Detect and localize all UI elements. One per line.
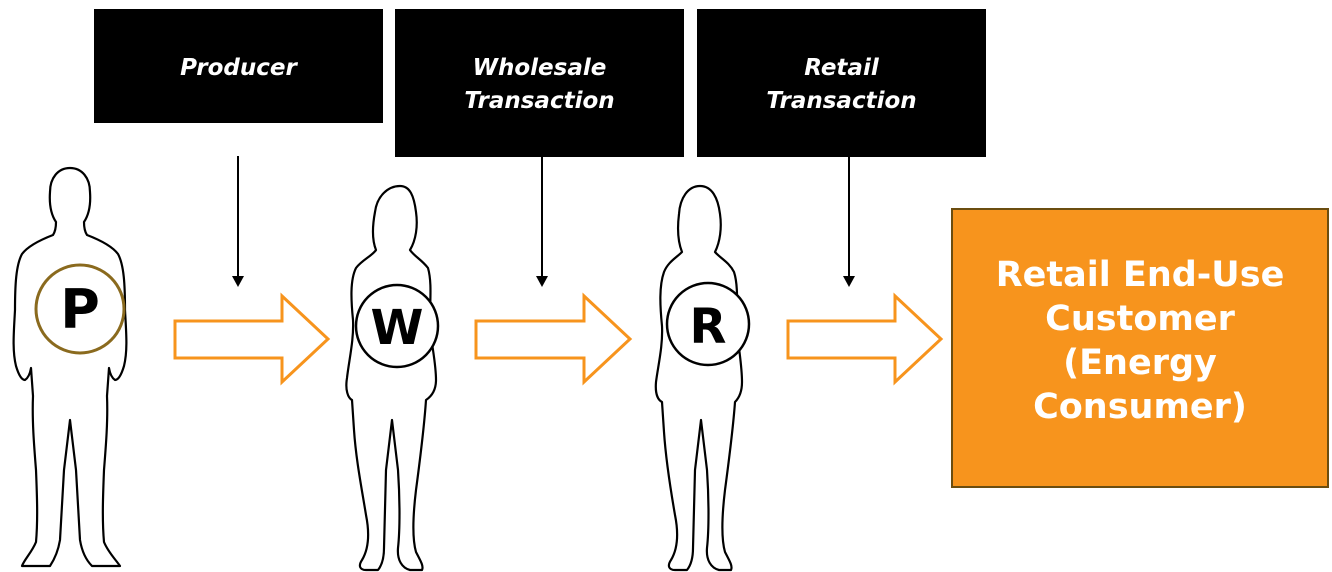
wholesale-to-retail-flow-arrow-icon bbox=[474, 292, 633, 386]
producer-down-arrow-icon bbox=[232, 156, 244, 287]
retail-label-line-2: Transaction bbox=[766, 88, 917, 114]
wholesale-down-arrow-icon bbox=[536, 157, 548, 287]
retail-down-arrow-icon bbox=[843, 157, 855, 287]
wholesale-transaction-label-box: Wholesale Transaction bbox=[395, 9, 684, 157]
retail-person-silhouette-icon bbox=[654, 184, 744, 572]
retail-marker-circle bbox=[665, 281, 751, 367]
wholesale-marker: W bbox=[354, 283, 440, 369]
retail-transaction-label-box: Retail Transaction bbox=[697, 9, 986, 157]
producer-person-silhouette-icon bbox=[12, 166, 128, 568]
producer-to-wholesale-flow-arrow-icon bbox=[173, 292, 331, 386]
customer-line-4: Consumer) bbox=[1033, 387, 1247, 427]
producer-label-box: Producer bbox=[94, 9, 383, 123]
retail-end-use-customer-box: Retail End-Use Customer (Energy Consumer… bbox=[951, 208, 1329, 488]
retail-to-customer-flow-arrow-icon bbox=[786, 292, 944, 386]
retail-marker-letter: R bbox=[690, 299, 727, 355]
wholesale-person-silhouette-icon bbox=[345, 184, 438, 572]
producer-marker-circle bbox=[34, 263, 126, 355]
producer-marker-letter: P bbox=[60, 278, 100, 341]
wholesale-marker-letter: W bbox=[371, 300, 424, 356]
retail-label-line-1: Retail bbox=[804, 55, 879, 81]
customer-line-1: Retail End-Use bbox=[995, 255, 1285, 295]
retail-marker: R bbox=[665, 281, 751, 367]
customer-line-2: Customer bbox=[1045, 299, 1235, 339]
producer-marker: P bbox=[34, 263, 126, 355]
producer-label-line-1: Producer bbox=[180, 55, 297, 81]
wholesale-label-line-2: Transaction bbox=[464, 88, 615, 114]
wholesale-marker-circle bbox=[354, 283, 440, 369]
wholesale-label-line-1: Wholesale bbox=[472, 55, 607, 81]
customer-line-3: (Energy bbox=[1063, 343, 1217, 383]
